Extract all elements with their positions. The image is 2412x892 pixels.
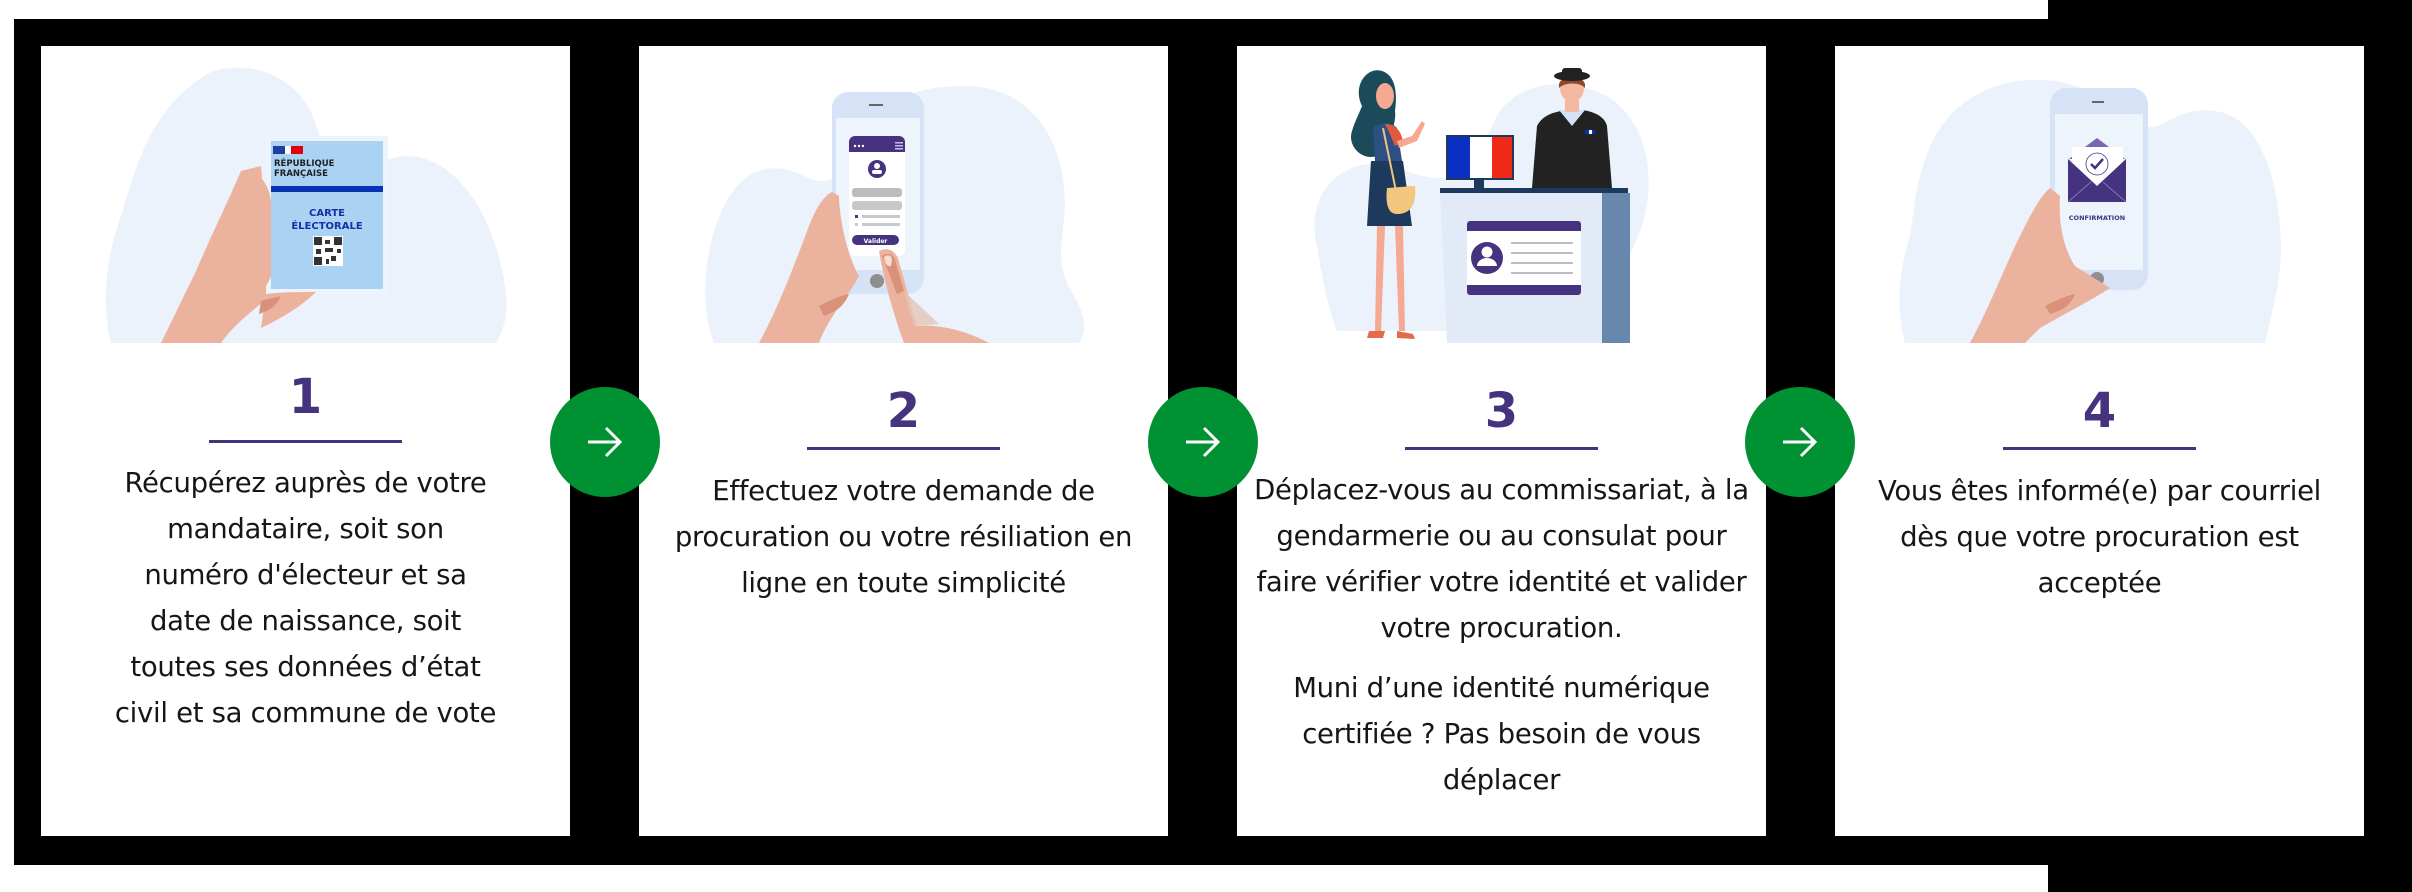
- svg-text:CARTE: CARTE: [309, 208, 345, 219]
- step-divider: [807, 447, 1000, 450]
- step-paragraph: Muni d’une identité numérique certifiée …: [1293, 672, 1710, 796]
- hand-holding-card-icon: RÉPUBLIQUE FRANÇAISE CARTE ÉLECTORALE: [105, 67, 507, 343]
- step-divider: [2003, 447, 2196, 450]
- step-number: 1: [288, 369, 323, 425]
- illustration-phone-form: Valider: [699, 66, 1109, 343]
- arrow-right-icon: [1186, 426, 1221, 458]
- step-paragraph: Vous êtes informé(e) par courriel dès qu…: [1877, 475, 2322, 599]
- svg-text:Valider: Valider: [864, 238, 888, 245]
- svg-text:ÉLECTORALE: ÉLECTORALE: [291, 219, 363, 232]
- next-step-arrow-3[interactable]: [1745, 387, 1855, 497]
- hand-holding-phone-confirmation-icon: CONFIRMATION: [1899, 79, 2281, 343]
- step-number: 2: [886, 383, 921, 439]
- illustration-electoral-card: RÉPUBLIQUE FRANÇAISE CARTE ÉLECTORALE: [101, 66, 511, 343]
- step-paragraph: Récupérez auprès de votre mandataire, so…: [114, 467, 497, 729]
- step-paragraph: Déplacez-vous au commissariat, à la gend…: [1254, 474, 1749, 644]
- hand-holding-phone-icon: Valider: [705, 86, 1084, 343]
- step-card-4: CONFIRMATION 4 Vous êtes informé(e) par …: [1835, 46, 2364, 836]
- step-divider: [209, 440, 402, 443]
- step-paragraph: Effectuez votre demande de procuration o…: [674, 475, 1133, 599]
- arrow-right-icon: [588, 426, 623, 458]
- svg-text:CONFIRMATION: CONFIRMATION: [2069, 214, 2125, 222]
- arrow-right-icon: [1783, 426, 1818, 458]
- identity-check-desk-icon: [1314, 68, 1649, 343]
- step-description: Effectuez votre demande de procuration o…: [659, 468, 1148, 606]
- next-step-arrow-1[interactable]: [550, 387, 660, 497]
- step-description: Vous êtes informé(e) par courriel dès qu…: [1845, 468, 2354, 606]
- svg-text:FRANÇAISE: FRANÇAISE: [274, 169, 328, 179]
- step-card-2: Valider 2 Effectuez votre demande de pro…: [639, 46, 1168, 836]
- illustration-police-desk: [1297, 66, 1707, 343]
- step-description: Récupérez auprès de votre mandataire, so…: [61, 460, 550, 736]
- illustration-phone-confirmation: CONFIRMATION: [1895, 66, 2305, 343]
- step-number: 4: [2082, 383, 2117, 439]
- step-description: Déplacez-vous au commissariat, à la gend…: [1247, 467, 1756, 803]
- svg-text:RÉPUBLIQUE: RÉPUBLIQUE: [274, 157, 335, 169]
- step-divider: [1405, 447, 1598, 450]
- step-card-1: RÉPUBLIQUE FRANÇAISE CARTE ÉLECTORALE 1 …: [41, 46, 570, 836]
- next-step-arrow-2[interactable]: [1148, 387, 1258, 497]
- step-card-3: 3 Déplacez-vous au commissariat, à la ge…: [1237, 46, 1766, 836]
- step-number: 3: [1484, 383, 1519, 439]
